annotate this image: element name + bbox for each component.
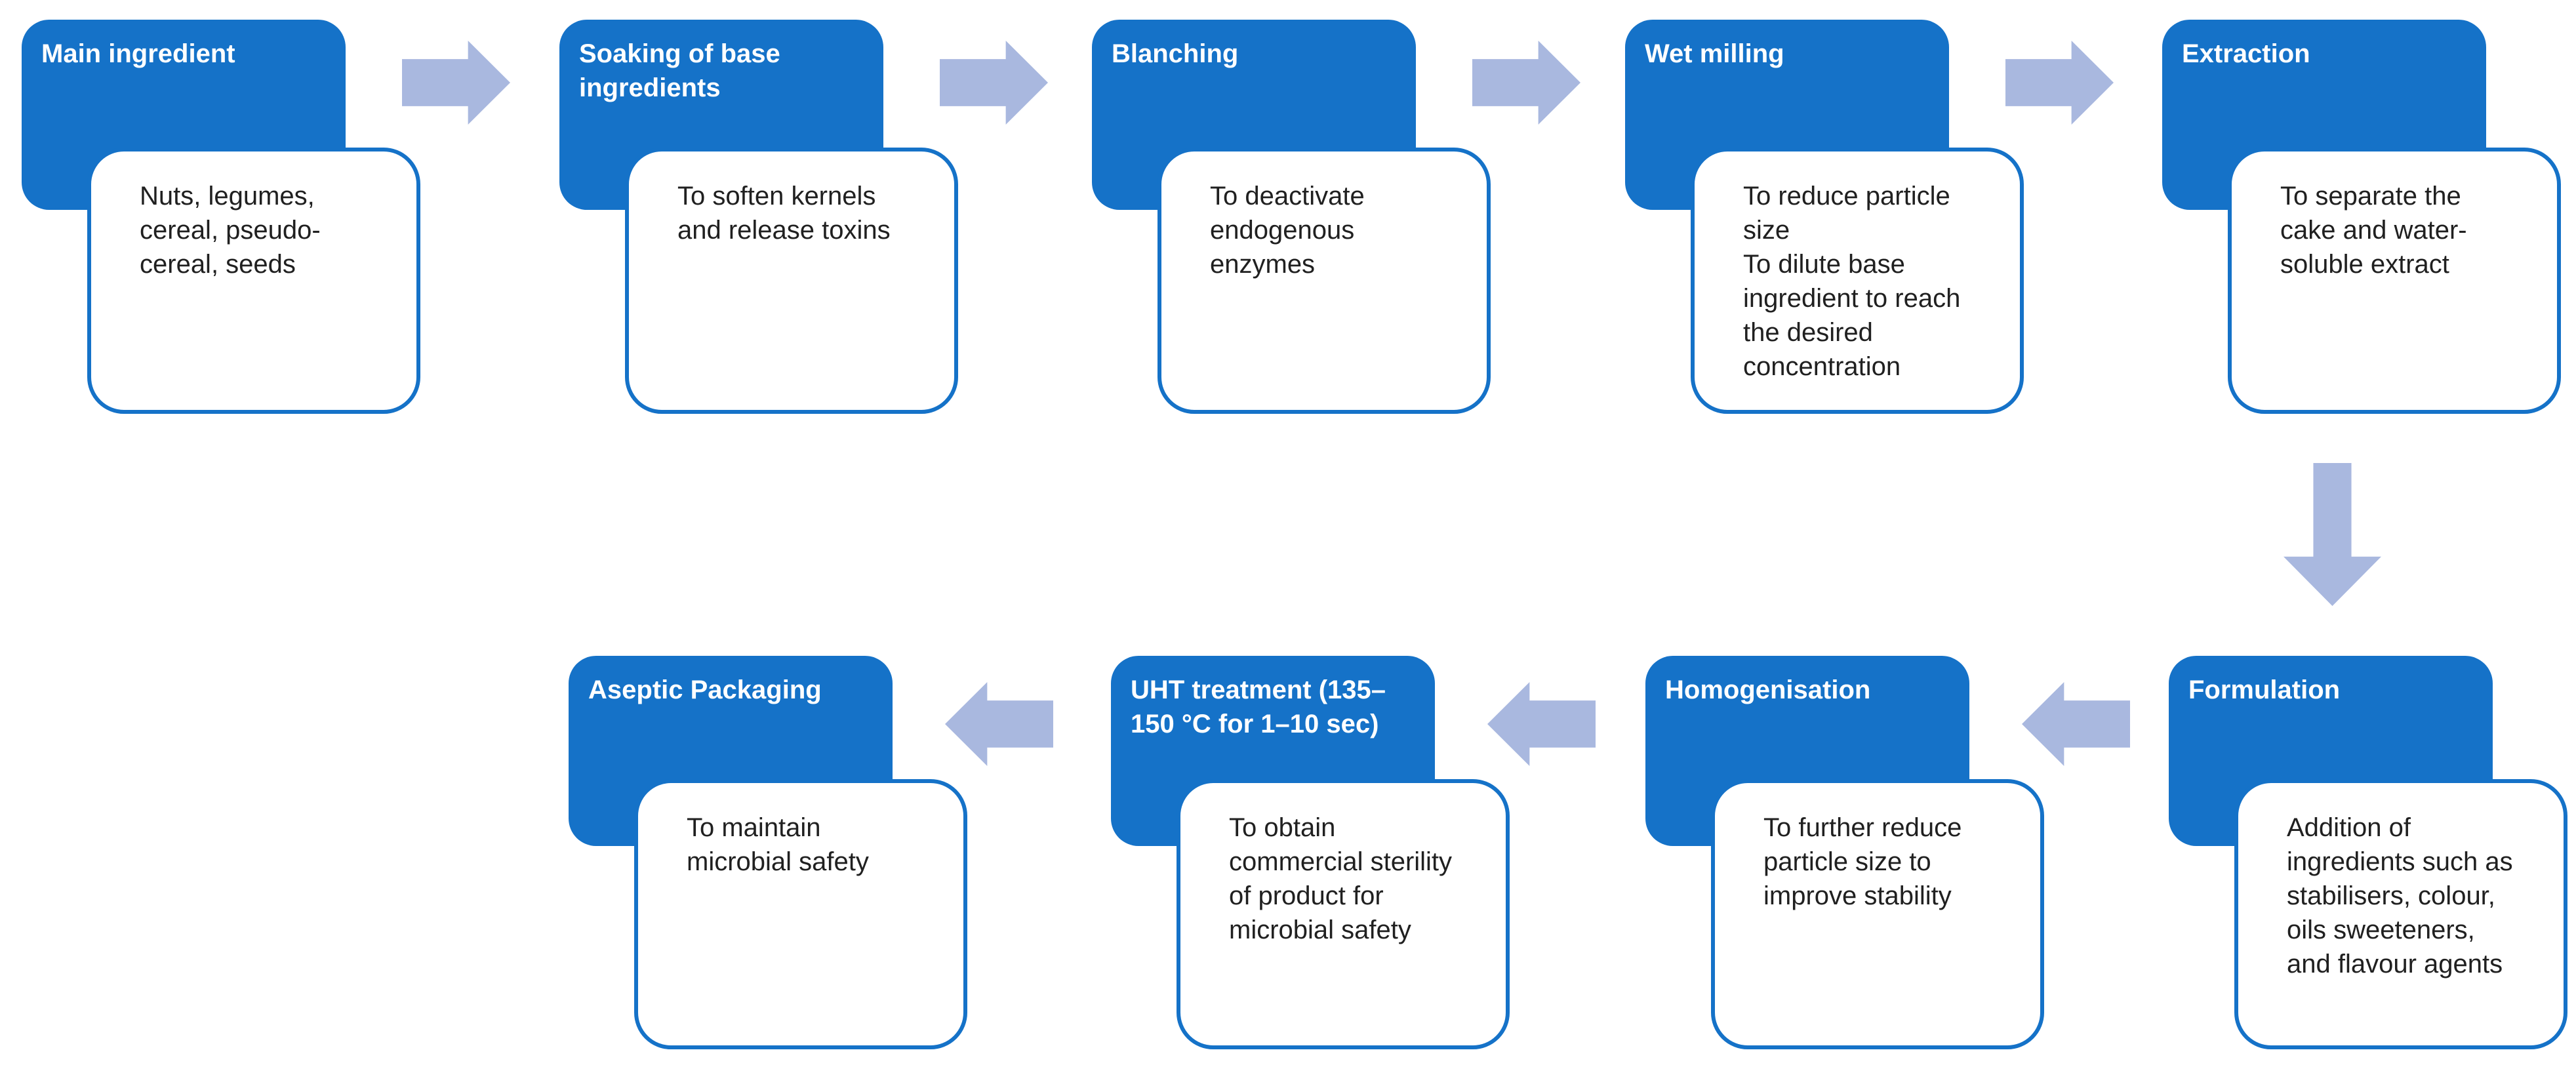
step-blanching: Blanching To deactivate endogenous enzym… — [1092, 20, 1499, 416]
step-wet-milling-description: To reduce particle size To dilute base i… — [1691, 148, 2024, 414]
step-main-ingredient-description: Nuts, legumes, cereal, pseudo- cereal, s… — [87, 148, 420, 414]
step-extraction: Extraction To separate the cake and wate… — [2162, 20, 2569, 416]
step-homogenisation: Homogenisation To further reduce particl… — [1645, 656, 2052, 1053]
step-homogenisation-description: To further reduce particle size to impro… — [1711, 779, 2044, 1049]
step-main-ingredient: Main ingredient Nuts, legumes, cereal, p… — [22, 20, 428, 416]
step-blanching-description: To deactivate endogenous enzymes — [1157, 148, 1491, 414]
down-arrow-icon-extraction-to-formulation — [2284, 463, 2381, 606]
step-aseptic-packaging: Aseptic Packaging To maintain microbial … — [569, 656, 975, 1053]
step-soaking-description: To soften kernels and release toxins — [625, 148, 958, 414]
step-extraction-description: To separate the cake and water- soluble … — [2228, 148, 2561, 414]
step-wet-milling: Wet milling To reduce particle size To d… — [1625, 20, 2032, 416]
step-formulation-description: Addition of ingredients such as stabilis… — [2234, 779, 2567, 1049]
step-aseptic-packaging-description: To maintain microbial safety — [634, 779, 967, 1049]
step-soaking: Soaking of base ingredients To soften ke… — [559, 20, 966, 416]
step-formulation: Formulation Addition of ingredients such… — [2169, 656, 2575, 1053]
step-uht-treatment-description: To obtain commercial sterility of produc… — [1177, 779, 1510, 1049]
step-uht-treatment: UHT treatment (135– 150 °C for 1–10 sec)… — [1111, 656, 1518, 1053]
